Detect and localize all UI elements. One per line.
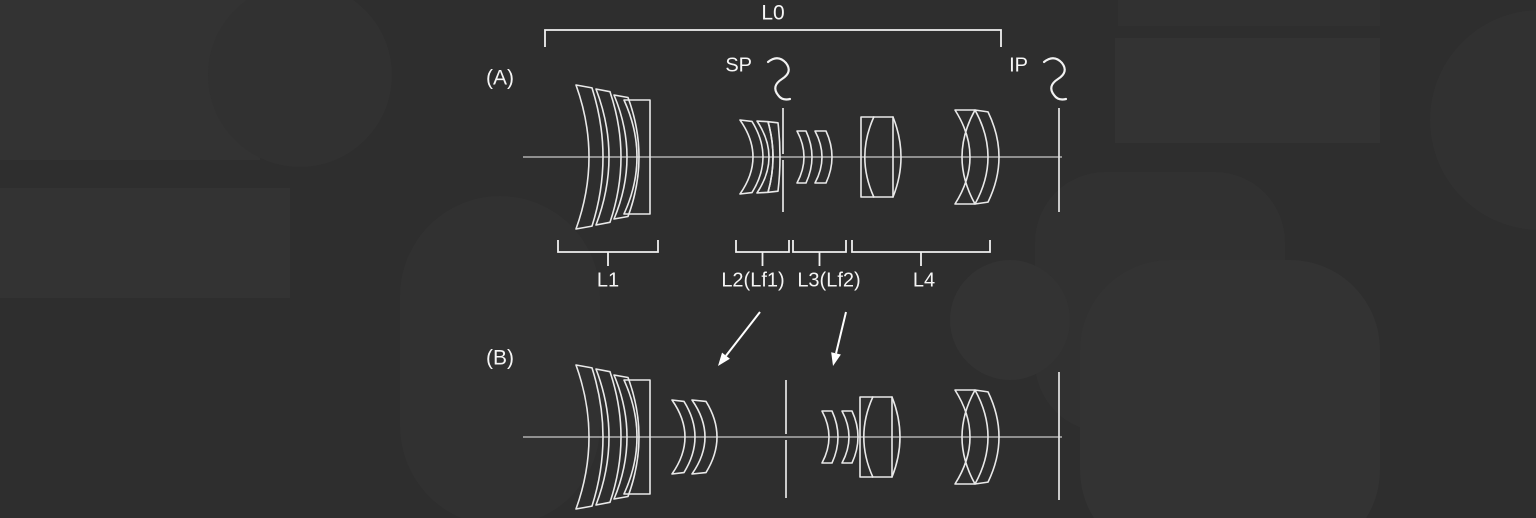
lens-element-l3-1 [821,410,839,464]
image-plane-label: IP [1009,54,1028,76]
lens-group-bracket-layer [557,240,991,266]
stop-leader-curl-icon [766,57,792,101]
group-label-l1: L1 [597,269,619,291]
lens-element-l1-4 [623,99,651,215]
motion-arrow-l3-head [831,352,841,366]
panel-b-label: (B) [486,347,514,370]
lens-group-label-layer: L1 L2(Lf1) L3(Lf2) L4 [597,269,935,291]
lens-element-l1-3 [613,374,640,500]
total-length-label: L0 [761,2,784,25]
lens-element-l1-3 [613,94,640,220]
group-bracket-l3 [792,240,847,253]
lens-element-l3-2 [814,130,833,184]
group-motion-arrow-layer [718,311,847,366]
lens-element-l2-3 [767,120,781,194]
top-marker-layer: L0 SP IP [544,2,1068,101]
stop-label: SP [725,54,752,76]
panel-b: (B) [486,347,1062,510]
lens-elements-a [575,84,1000,230]
lens-element-l4-3 [974,389,1000,485]
motion-arrow-l3-shaft [835,311,847,354]
lens-elements-b [575,364,1000,510]
total-length-bracket [544,29,1002,47]
panel-a-label: (A) [486,67,514,90]
group-label-l2: L2(Lf1) [721,269,784,291]
group-label-l4: L4 [913,269,935,291]
lens-element-l1-2 [595,368,622,506]
group-bracket-l2 [735,240,790,253]
lens-element-l4-1-part1 [863,396,874,478]
image-plane-leader-curl-icon [1042,57,1068,101]
lens-element-l4-1-part2 [891,396,901,478]
lens-element-l1-1 [575,364,604,510]
lens-element-l4-1-part1 [864,116,875,198]
lens-element-l1-2 [595,88,622,226]
panel-a: (A) [486,67,1062,230]
lens-element-l3-2 [841,410,859,464]
motion-arrow-l2-head [718,352,730,366]
group-bracket-l1 [557,240,659,253]
lens-element-l2-1 [739,119,764,195]
lens-element-l3-1 [796,130,813,184]
lens-element-l2-2 [691,399,718,475]
motion-arrow-l2-shaft [725,311,761,357]
lens-element-l2-1 [671,399,696,475]
lens-element-l1-1 [575,84,604,230]
lens-element-l4-3 [974,109,1000,205]
group-label-l3: L3(Lf2) [797,269,860,291]
lens-element-l1-4 [623,379,651,495]
lens-element-l4-1-part2 [892,116,902,198]
group-bracket-l4 [851,240,991,253]
